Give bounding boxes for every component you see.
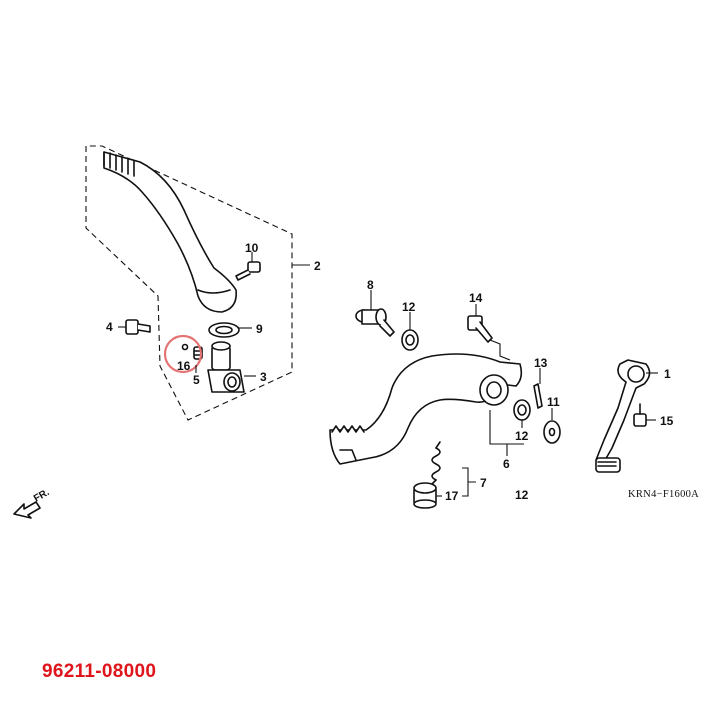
front-label: FR. [32,487,52,505]
pivot-bolt-part-8[interactable] [355,308,395,337]
collar-part-17[interactable] [413,482,437,509]
callout-8[interactable]: 8 [367,278,374,292]
washer-part-9[interactable] [208,322,240,338]
callout-10[interactable]: 10 [245,241,259,255]
cotter-pin-part-13[interactable] [533,383,543,409]
bolt-part-10[interactable] [235,261,261,281]
callout-1[interactable]: 1 [664,367,671,381]
callout-3[interactable]: 3 [260,370,267,384]
seal-part-12-middle[interactable] [513,399,531,421]
washer-part-11[interactable] [543,420,561,444]
callout-16[interactable]: 16 [177,359,191,373]
ball-part-16[interactable] [181,343,189,351]
callout-15[interactable]: 15 [660,414,674,428]
spring-part-7[interactable] [431,441,441,485]
diagram-code: KRN4−F1600A [628,489,699,500]
shift-lever-part-1[interactable] [595,359,651,473]
callout-7[interactable]: 7 [480,476,487,490]
part-number: 96211-08000 [42,661,157,682]
callout-6[interactable]: 6 [503,457,510,471]
seal-part-12-top[interactable] [401,329,419,351]
highlight-circle [163,334,203,374]
brake-pedal-part-6[interactable] [329,353,523,465]
callout-numbers: 1 2 3 4 5 6 7 8 9 10 11 12 12 12 13 14 1… [106,241,674,503]
bolt-part-15[interactable] [633,403,647,427]
callout-5[interactable]: 5 [193,373,200,387]
callout-13[interactable]: 13 [534,356,548,370]
front-direction-arrow: FR. [13,487,52,519]
callout-12-bottom[interactable]: 12 [515,488,529,502]
shaft-boss-part-3[interactable] [207,341,245,393]
callout-12-top[interactable]: 12 [402,300,416,314]
bolt-part-14[interactable] [467,315,493,343]
kick-arm-part-2[interactable] [103,151,238,313]
callout-2[interactable]: 2 [314,259,321,273]
callout-11[interactable]: 11 [547,395,560,409]
callout-14[interactable]: 14 [469,291,483,305]
callout-4[interactable]: 4 [106,320,113,334]
callout-17[interactable]: 17 [445,489,459,503]
bolt-part-4[interactable] [125,319,151,335]
callout-12-middle[interactable]: 12 [515,429,529,443]
kickstarter-assembly-outline [85,145,293,421]
leader-lines [118,252,658,497]
callout-9[interactable]: 9 [256,322,263,336]
